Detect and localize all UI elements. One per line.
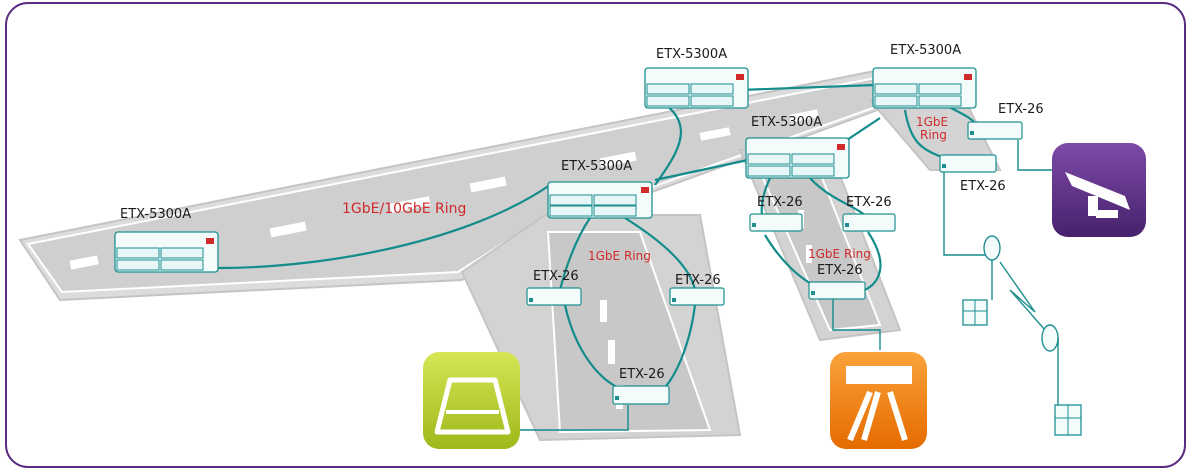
- etx26-label-2: ETX-26: [675, 273, 721, 288]
- etx5300a-label-1: ETX-5300A: [120, 207, 191, 222]
- etx26-device-3: [612, 385, 670, 405]
- surveillance-camera-icon: [1052, 143, 1146, 237]
- ring-label-right-line2: Ring: [920, 128, 947, 142]
- etx5300a-label-4: ETX-5300A: [751, 115, 822, 130]
- etx26-label-7: ETX-26: [998, 102, 1044, 117]
- etx26-label-4: ETX-26: [757, 195, 803, 210]
- etx5300a-device-1: [114, 231, 219, 273]
- etx26-label-5: ETX-26: [846, 195, 892, 210]
- etx26-device-7: [967, 121, 1023, 140]
- ring-label-left: 1GbE Ring: [588, 249, 651, 263]
- etx26-device-8: [939, 154, 997, 173]
- ring-label-right-line1: 1GbE: [916, 115, 948, 129]
- etx5300a-label-3: ETX-5300A: [656, 47, 727, 62]
- etx26-device-1: [526, 287, 582, 306]
- highway-app-icon: [830, 352, 927, 449]
- etx5300a-device-4: [745, 137, 850, 179]
- etx26-device-6: [808, 281, 866, 300]
- etx5300a-label-5: ETX-5300A: [890, 43, 961, 58]
- etx26-label-3: ETX-26: [619, 367, 665, 382]
- wireless-radio-icon: [983, 235, 1059, 405]
- etx5300a-label-2: ETX-5300A: [561, 159, 632, 174]
- etx26-device-5: [842, 213, 896, 232]
- ring-label-main: 1GbE/10GbE Ring: [342, 201, 466, 217]
- etx26-device-4: [749, 213, 803, 232]
- etx5300a-device-5: [872, 67, 977, 109]
- cabinet-icon: [962, 299, 1082, 436]
- etx26-device-2: [669, 287, 725, 306]
- etx5300a-device-2: [547, 181, 653, 219]
- etx26-label-1: ETX-26: [533, 269, 579, 284]
- ring-label-middle: 1GbE Ring: [808, 247, 871, 261]
- etx26-label-6: ETX-26: [817, 263, 863, 278]
- terminal-app-icon: [423, 352, 520, 449]
- etx26-label-8: ETX-26: [960, 179, 1006, 194]
- etx5300a-device-3: [644, 67, 749, 109]
